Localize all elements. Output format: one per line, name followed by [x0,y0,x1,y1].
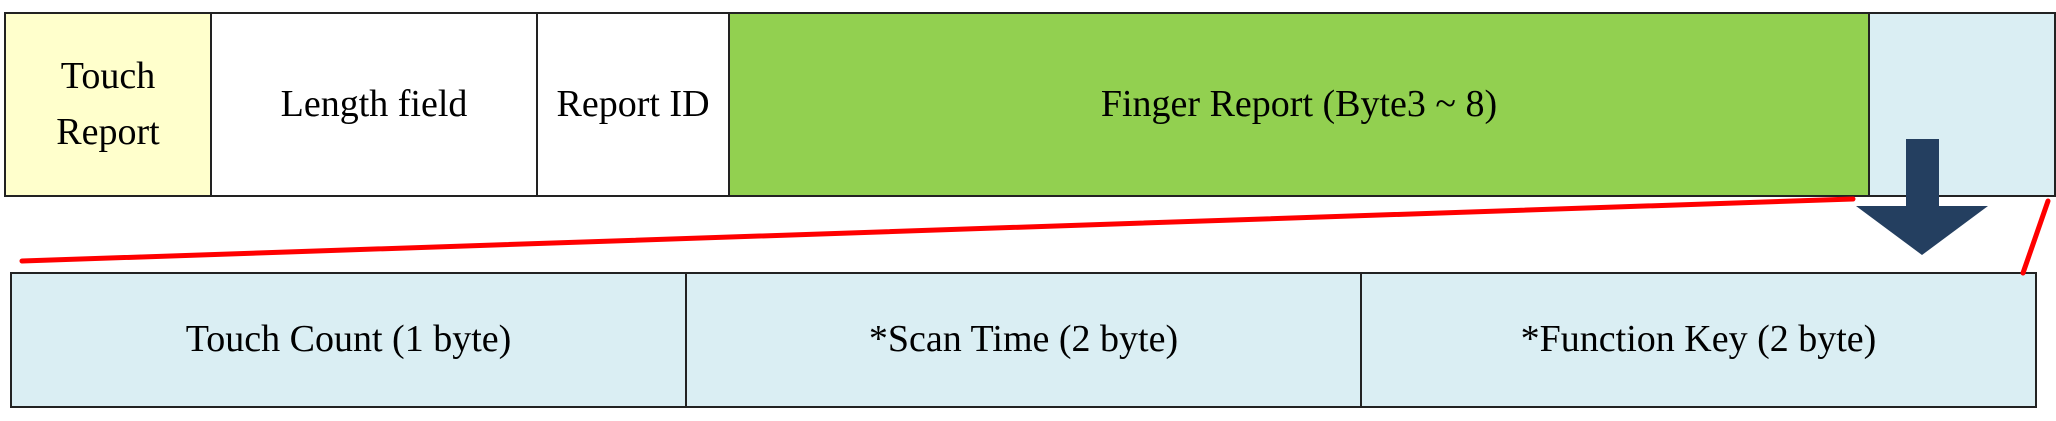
touch-count-cell: Touch Count (1 byte) [10,272,687,408]
scan-time-label: *Scan Time (2 byte) [868,318,1179,361]
length-field-label: Length field [280,82,468,125]
function-key-label: *Function Key (2 byte) [1520,318,1877,361]
report-id-cell: Report ID [536,12,730,197]
report-id-label: Report ID [556,82,710,125]
touch-report-label-line1: Touch [60,55,156,98]
touch-report-label-line2: Report [56,110,160,153]
touch-report-header-row: Touch Report Length field Report ID Fing… [4,12,2056,197]
finger-report-label: Finger Report (Byte3 ~ 8) [1100,82,1498,125]
right-connector-line [2020,198,2051,276]
left-connector-line [19,196,1856,264]
extra-fields-cell [1868,12,2056,197]
scan-time-cell: *Scan Time (2 byte) [685,272,1362,408]
length-field-cell: Length field [210,12,538,197]
finger-report-cell: Finger Report (Byte3 ~ 8) [728,12,1870,197]
extra-fields-detail-row: Touch Count (1 byte) *Scan Time (2 byte)… [10,272,2037,408]
touch-count-label: Touch Count (1 byte) [185,318,512,361]
touch-report-cell: Touch Report [4,12,212,197]
function-key-cell: *Function Key (2 byte) [1360,272,2037,408]
